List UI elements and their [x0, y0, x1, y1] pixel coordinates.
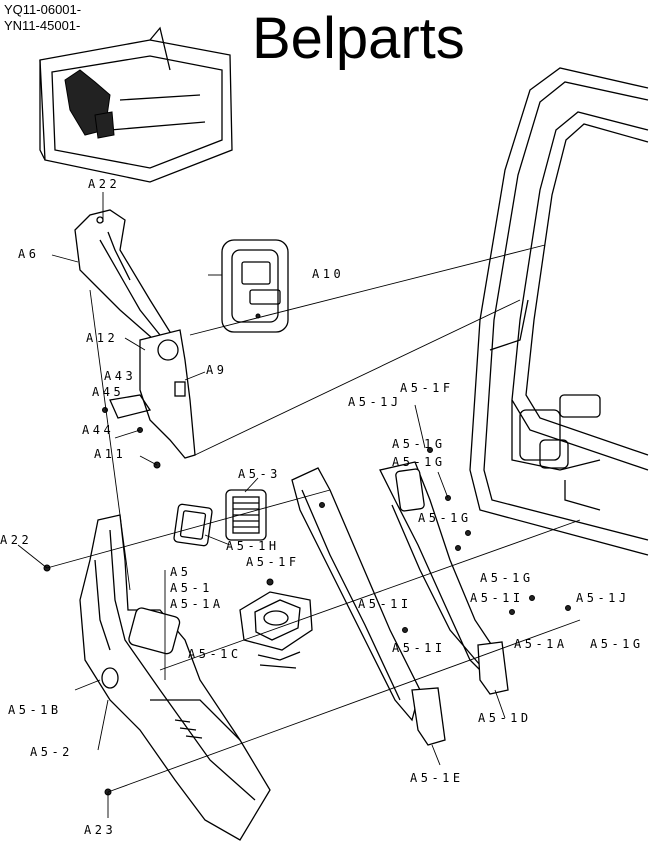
- callout-a22-top: A22: [88, 177, 120, 191]
- callout-a5-1g-5: A5-1G: [590, 637, 644, 651]
- callout-a5-3: A5-3: [238, 467, 281, 481]
- part-a10-panel: [221, 239, 289, 333]
- callout-a5-1j-top: A5-1J: [348, 395, 402, 409]
- part-a5-console: [43, 514, 271, 841]
- callout-a43: A43: [104, 369, 136, 383]
- part-a5-1d-right-trim: [379, 447, 571, 695]
- callout-a44: A44: [82, 423, 114, 437]
- model-line-2: YN11-45001-: [4, 18, 81, 33]
- callout-labels: A22 A6 A10 A12 A43 A9 A45 A44 A11 A5-3 A…: [0, 177, 644, 837]
- callout-a5-1i-low: A5-1I: [392, 641, 446, 655]
- part-a5-1a-box: [239, 578, 313, 669]
- callout-a5-1: A5-1: [170, 581, 213, 595]
- callout-a5-1g-1: A5-1G: [392, 437, 446, 451]
- callout-a9: A9: [206, 363, 227, 377]
- callout-a6: A6: [18, 247, 39, 261]
- part-a5-3-vents: [173, 489, 267, 547]
- callout-a23: A23: [84, 823, 116, 837]
- model-line-1: YQ11-06001-: [4, 2, 82, 17]
- callout-a5-1h: A5-1H: [226, 539, 280, 553]
- cab-frame: [469, 67, 649, 556]
- callout-a5-1a-left: A5-1A: [170, 597, 224, 611]
- callout-a5-1i-right: A5-1I: [470, 591, 524, 605]
- callout-a5-1i-mid: A5-1I: [358, 597, 412, 611]
- callout-a5-2: A5-2: [30, 745, 73, 759]
- seat-thumbnail: [39, 26, 233, 183]
- part-a5-1-middle-trim: [291, 467, 446, 746]
- callout-a5-1a-right: A5-1A: [514, 637, 568, 651]
- callout-a5: A5: [170, 565, 191, 579]
- brand-title: Belparts: [252, 6, 465, 71]
- callout-a12: A12: [86, 331, 118, 345]
- callout-a5-1c: A5-1C: [188, 647, 242, 661]
- part-a6-upper-cover: [74, 209, 176, 346]
- model-range: YQ11-06001- YN11-45001-: [4, 2, 81, 34]
- callout-a5-1g-2: A5-1G: [392, 455, 446, 469]
- callout-a5-1f-right: A5-1F: [400, 381, 454, 395]
- callout-a5-1g-4: A5-1G: [480, 571, 534, 585]
- callout-a22-left: A22: [0, 533, 32, 547]
- callout-a5-1j-right: A5-1J: [576, 591, 630, 605]
- callout-a10: A10: [312, 267, 344, 281]
- callout-a11: A11: [94, 447, 126, 461]
- callout-a5-1e: A5-1E: [410, 771, 464, 785]
- callout-a5-1g-3: A5-1G: [418, 511, 472, 525]
- callout-a5-1b: A5-1B: [8, 703, 62, 717]
- callout-a45: A45: [92, 385, 124, 399]
- callout-a5-1f-left: A5-1F: [246, 555, 300, 569]
- callout-a5-1d: A5-1D: [478, 711, 532, 725]
- leader-lines: [17, 192, 581, 818]
